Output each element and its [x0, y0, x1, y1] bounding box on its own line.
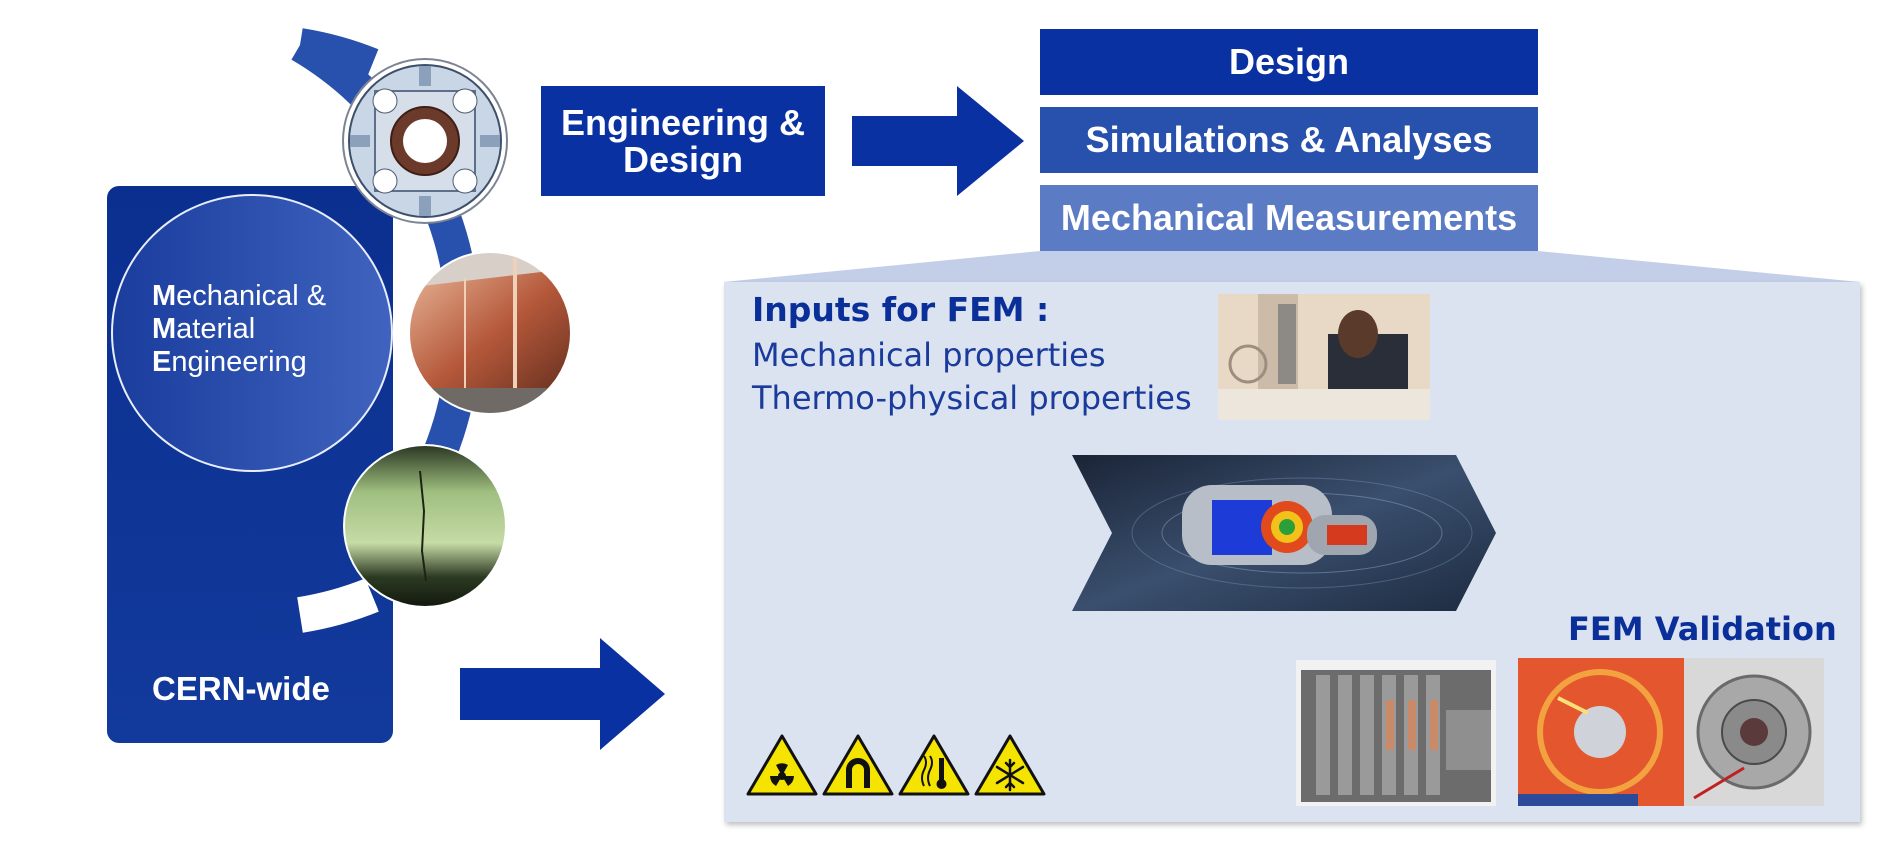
- mme-line-1: Mechanical &: [152, 280, 327, 312]
- mme-circle: [111, 194, 393, 472]
- stack-design: Design: [1040, 29, 1538, 95]
- radiation-icon: [746, 734, 818, 796]
- fem-validation-label: FEM Validation: [1568, 610, 1837, 648]
- magnet-cross-section-photo: [342, 58, 508, 224]
- stack-measurements: Mechanical Measurements: [1040, 185, 1538, 251]
- stack-simulations: Simulations & Analyses: [1040, 107, 1538, 173]
- inputs-line-thermo: Thermo-physical properties: [752, 379, 1192, 417]
- engineering-line: Engineering &: [560, 102, 806, 143]
- copper-component-photo: [408, 251, 572, 415]
- design-line: Design: [622, 139, 744, 180]
- lab-measurement-photo: [1218, 294, 1430, 420]
- magnet-icon: [822, 734, 894, 796]
- cryogenic-icon: [974, 734, 1046, 796]
- mme-line-2: Material: [152, 313, 256, 345]
- microscope-crack-photo: [343, 444, 507, 608]
- mme-line-3: Engineering: [152, 346, 307, 378]
- coil-assembly-photo: [1296, 660, 1496, 806]
- inputs-title: Inputs for FEM :: [752, 290, 1050, 329]
- right-arrow-icon: [852, 86, 1024, 196]
- cern-wide-label: CERN-wide: [152, 670, 330, 707]
- bottom-right-arrow-icon: [460, 638, 665, 750]
- mme-label: Mechanical & Material Engineering: [152, 280, 372, 379]
- simulation-chevron-image: [1072, 455, 1496, 611]
- heat-icon: [898, 734, 970, 796]
- engineering-design-box: Engineering & Design: [541, 86, 825, 196]
- fem-stress-map-photo: [1518, 658, 1684, 806]
- inputs-line-mechanical: Mechanical properties: [752, 336, 1106, 374]
- fem-test-sample-photo: [1684, 658, 1824, 806]
